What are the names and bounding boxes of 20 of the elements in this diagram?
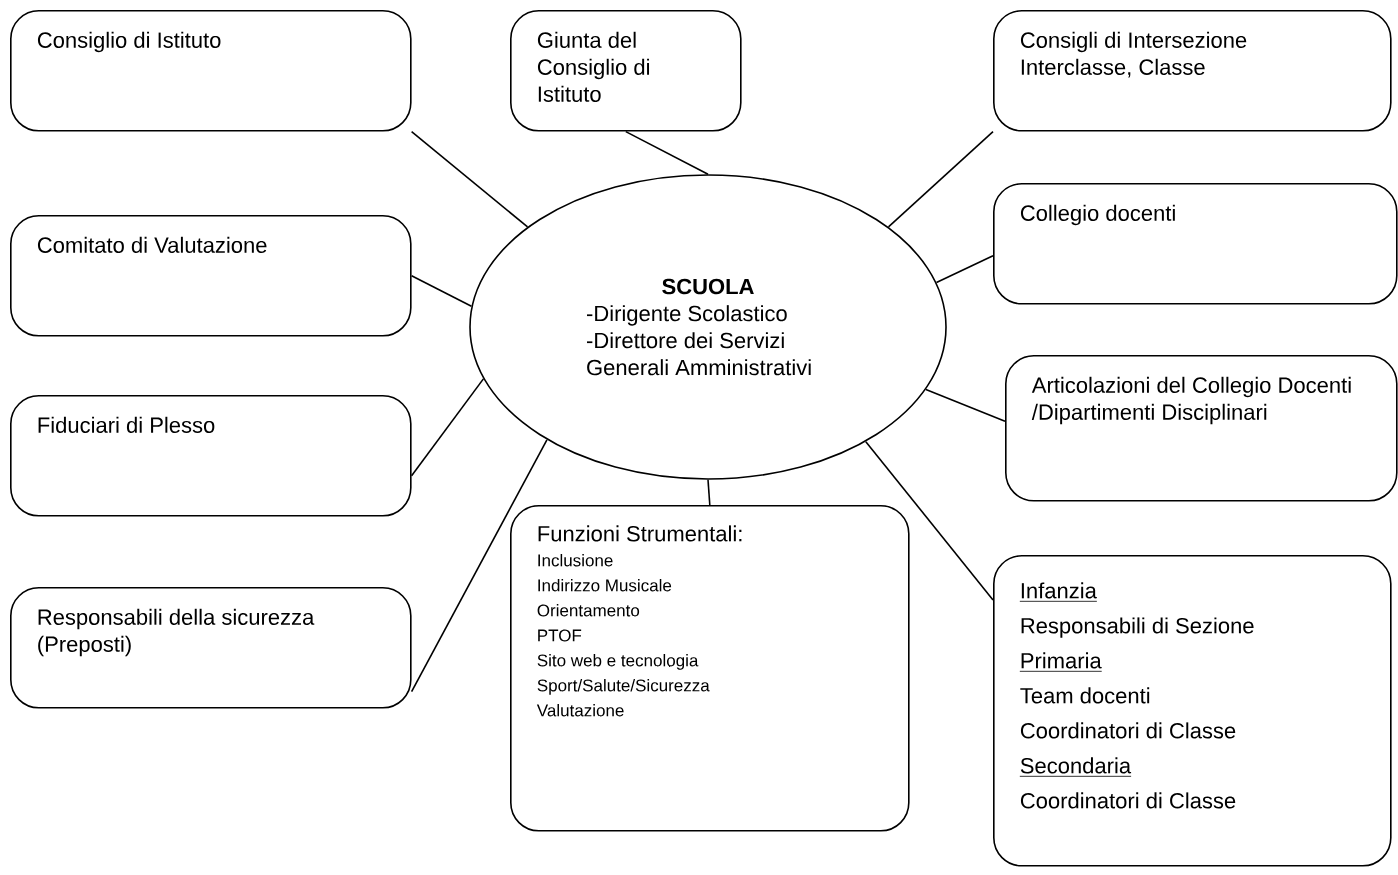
rounded-box: Consigli di Intersezione Interclasse, Classe — [993, 10, 1392, 132]
connector-line — [865, 440, 994, 601]
rounded-box: Consiglio di Istituto — [10, 10, 412, 132]
connector-line — [410, 275, 473, 308]
connector-line — [935, 255, 994, 284]
connector-line — [410, 378, 485, 477]
rounded-box: Giunta del Consiglio di Istituto — [510, 10, 742, 132]
rounded-box: Responsabili della sicurezza (Preposti) — [10, 587, 412, 709]
rounded-box: Articolazioni del Collegio Docenti /Dipartimenti Disciplinari — [1005, 355, 1398, 502]
connector-line — [625, 130, 709, 175]
rounded-box: Fiduciari di Plesso — [10, 395, 412, 517]
connector-line — [925, 388, 1006, 423]
connector-line — [410, 439, 548, 693]
rounded-box: Funzioni Strumentali: Inclusione Indirizzo Musicale Orientamento PTOF Sito web e tecnologia Sport/Salute/Sicurezza Valutazione — [510, 505, 910, 832]
rounded-box: Comitato di Valutazione — [10, 215, 412, 337]
connector-line — [887, 130, 994, 228]
connector-line — [707, 479, 711, 506]
rounded-box: Infanzia Responsabili di Sezione Primaria Team docenti Coordinatori di Classe Secondaria Coordinatori di Classe — [993, 555, 1392, 867]
connector-line — [410, 130, 529, 228]
rounded-box: Collegio docenti — [993, 183, 1398, 305]
